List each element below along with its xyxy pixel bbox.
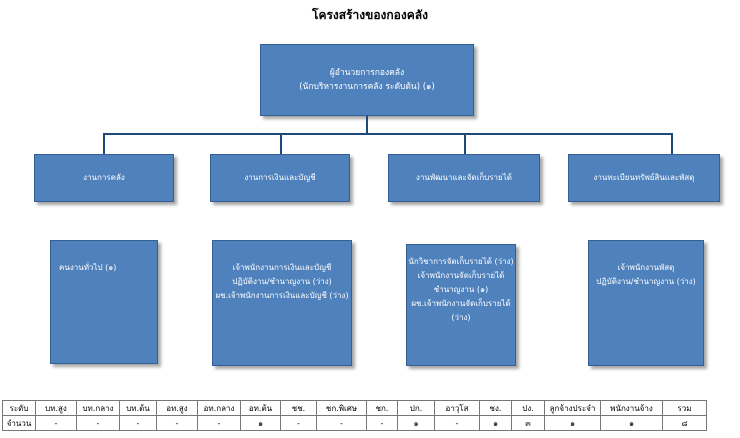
staff-summary-table: ระดับ บท.สูง บท.กลาง บท.ต้น อท.สูง อท.กล… [2,400,707,431]
detail-line: คนงานทั่วไป (๑) [59,263,117,272]
detail-line: ปฏิบัติงาน/ชำนาญงาน (ว่าง) [596,277,696,286]
connector-trunk [366,116,368,134]
table-cell: บท.ต้น [119,400,157,416]
detail-line: นักวิชาการจัดเก็บรายได้ (ว่าง) [408,257,514,266]
connector-branch-2 [280,133,282,154]
chart-title: โครงสร้างของกองคลัง [312,8,428,22]
detail-line: ผช.เจ้าพนักงานจัดเก็บรายได้ [411,299,511,308]
section-name: งานพัฒนาและจัดเก็บรายได้ [416,173,512,182]
detail-line: ปฏิบัติงาน/ชำนาญงาน (ว่าง) [232,277,332,286]
table-cell: ๑ [397,415,435,431]
table-cell: ๘ [662,415,707,431]
director-position: (นักบริหารงานการคลัง ระดับต้น) (๑) [299,82,435,92]
table-header-row: ระดับ บท.สูง บท.กลาง บท.ต้น อท.สูง อท.กล… [2,400,707,416]
connector-branch-4 [671,133,673,154]
section-head-accounting: งานการเงินและบัญชี [210,154,350,202]
table-cell: - [156,415,198,431]
detail-line: เจ้าพนักงานพัสดุ [617,263,675,272]
section-head-revenue: งานพัฒนาและจัดเก็บรายได้ [388,154,540,202]
table-cell: บท.กลาง [76,400,120,416]
table-cell: - [35,415,77,431]
section-name: งานการเงินและบัญชี [244,173,316,182]
table-cell: - [197,415,241,431]
table-cell: อท.ต้น [240,400,281,416]
table-cell: ๑ [479,415,512,431]
detail-line: เจ้าพนักงานจัดเก็บรายได้ [417,271,505,280]
table-cell: - [434,415,480,431]
table-cell: - [119,415,157,431]
table-cell: - [280,415,317,431]
director-title: ผู้อำนวยการกองคลัง [329,68,405,78]
connector-horizontal [103,133,673,135]
detail-box-finance: คนงานทั่วไป (๑) [50,240,158,364]
table-cell: ปง. [511,400,545,416]
table-row: จำนวน - - - - - ๑ - - - ๑ - ๑ ๓ ๑ ๑ ๘ [2,415,707,431]
section-head-assets: งานทะเบียนทรัพย์สินและพัสดุ [568,154,720,202]
table-cell: พนักงานจ้าง [600,400,663,416]
detail-box-assets: เจ้าพนักงานพัสดุ ปฏิบัติงาน/ชำนาญงาน (ว่… [588,240,704,366]
connector-branch-1 [103,133,105,154]
detail-box-accounting: เจ้าพนักงานการเงินและบัญชี ปฏิบัติงาน/ชำ… [212,240,352,366]
table-cell: ปก. [397,400,435,416]
section-head-finance: งานการคลัง [34,154,174,202]
table-cell: ชง. [479,400,512,416]
table-cell: อท.กลาง [197,400,241,416]
table-cell: อาวุโส [434,400,480,416]
table-cell: ๑ [600,415,663,431]
detail-line: ชำนาญงาน (๑) [433,285,489,294]
table-cell: ๑ [544,415,601,431]
detail-line: (ว่าง) [451,313,471,322]
detail-line: ผช.เจ้าพนักงานการเงินและบัญชี (ว่าง) [215,291,349,300]
table-cell: บท.สูง [35,400,77,416]
table-cell: จำนวน [2,415,36,431]
table-cell: อท.สูง [156,400,198,416]
table-cell: ลูกจ้างประจำ [544,400,601,416]
table-cell: ระดับ [2,400,36,416]
director-box: ผู้อำนวยการกองคลัง (นักบริหารงานการคลัง … [260,44,474,116]
table-cell: ชช. [280,400,317,416]
table-cell: ชก. [366,400,398,416]
table-cell: ชก.พิเศษ [316,400,367,416]
table-cell: รวม [662,400,707,416]
detail-box-revenue: นักวิชาการจัดเก็บรายได้ (ว่าง) เจ้าพนักง… [406,244,516,366]
section-name: งานทะเบียนทรัพย์สินและพัสดุ [593,173,695,182]
connector-branch-3 [464,133,466,154]
table-cell: - [76,415,120,431]
table-cell: ๑ [240,415,281,431]
detail-line: เจ้าพนักงานการเงินและบัญชี [232,263,332,272]
section-name: งานการคลัง [83,173,125,182]
table-cell: - [316,415,367,431]
table-cell: - [366,415,398,431]
table-cell: ๓ [511,415,545,431]
